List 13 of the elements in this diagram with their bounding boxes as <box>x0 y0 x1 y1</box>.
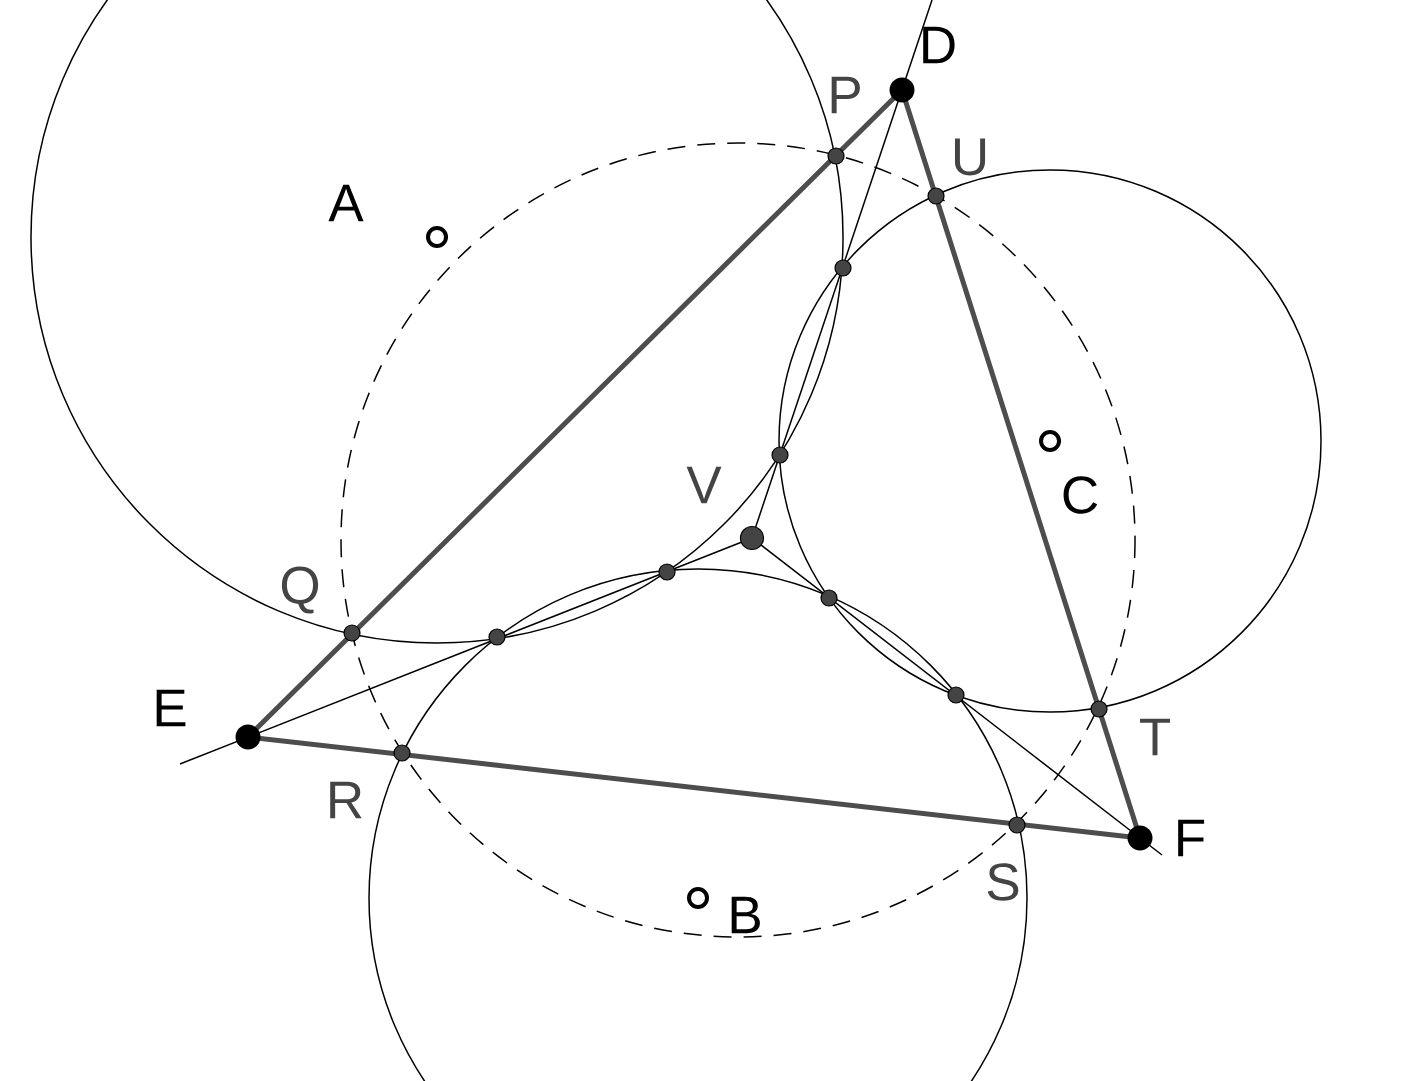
point-label: A <box>328 184 364 222</box>
point-label: E <box>156 689 186 727</box>
point-label: V <box>686 466 722 504</box>
point-label: R <box>330 781 362 819</box>
point-label: F <box>1178 819 1205 857</box>
point-label: C <box>1063 476 1098 514</box>
point-label: D <box>923 26 955 64</box>
point-label: T <box>1140 718 1170 756</box>
point-label: S <box>987 863 1019 901</box>
point-label: U <box>954 138 986 176</box>
point-label: B <box>731 896 760 934</box>
point-label: Q <box>281 566 319 614</box>
point-label: P <box>831 76 860 114</box>
